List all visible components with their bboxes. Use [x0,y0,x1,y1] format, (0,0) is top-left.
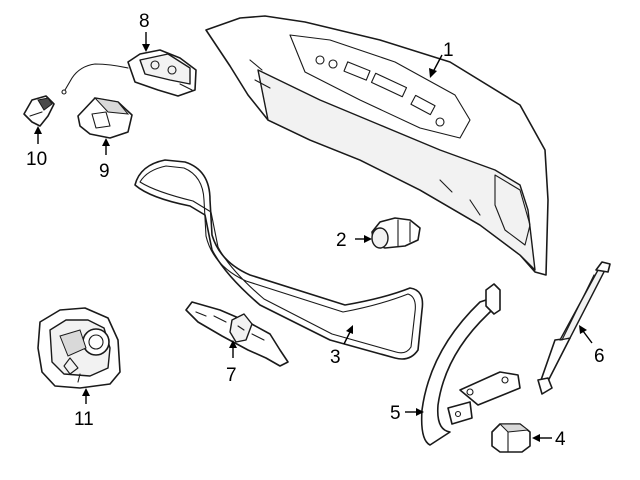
callout-number-1: 1 [443,40,454,61]
callout-2: 2 [336,230,372,251]
lock-cylinder-housing [37,307,121,389]
callout-number-4: 4 [555,429,566,450]
callout-4: 4 [532,429,566,450]
latch-assembly [61,49,197,97]
callout-number-6: 6 [594,346,605,367]
callout-number-11: 11 [74,409,94,430]
retaining-clip [23,95,55,127]
latch-bracket [185,301,289,367]
callout-number-7: 7 [226,365,237,386]
callout-number-10: 10 [26,149,47,170]
callout-number-2: 2 [336,230,347,251]
callout-number-8: 8 [139,11,150,32]
weatherstrip-seal [134,159,424,360]
trunk-lid [205,15,549,276]
callout-6: 6 [579,325,605,367]
callout-1: 1 [429,40,454,78]
callout-10: 10 [26,126,47,170]
lift-support-strut [537,261,611,395]
callout-3: 3 [330,325,353,368]
callout-number-3: 3 [330,347,341,368]
callout-7: 7 [226,340,237,386]
striker-pad [491,423,531,453]
callout-9: 9 [99,138,110,182]
callout-11: 11 [74,388,94,430]
lid-bumper [371,217,421,249]
callout-number-5: 5 [390,403,401,424]
latch-cover [77,97,133,139]
callout-number-9: 9 [99,161,110,182]
callout-5: 5 [390,403,424,424]
hinge-assembly [420,283,521,446]
callout-8: 8 [139,11,150,52]
